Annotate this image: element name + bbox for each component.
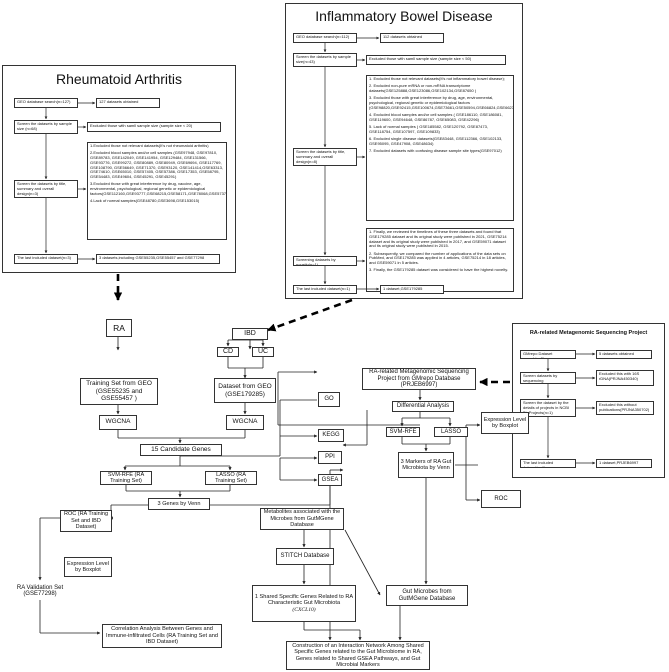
kegg-node: KEGG (318, 429, 344, 442)
ra-panel-title: Rheumatoid Arthritis (55, 71, 183, 87)
candidate-genes-node: 15 Candidate Genes (140, 444, 222, 456)
ibd-novelty-item: 2. Subsequently, we compared the number … (369, 250, 506, 266)
training-set-node: Training Set from GEO (GSE55235 and GSE5… (80, 378, 158, 405)
ibd-final-box: 1 dataset,GSE179285 (380, 285, 444, 294)
ra-last-included-box: The last included dataset(n=3) (14, 254, 78, 264)
ibd-panel-title: Inflammatory Bowel Disease (315, 8, 493, 24)
cd-node: CD (217, 347, 239, 357)
ra-exclusion-item: 4.Lack of normal samples(GSE48780,GSE369… (90, 198, 200, 204)
metabolites-node: Metabolites associated with the Microbes… (260, 508, 344, 530)
ra-search-box: GEO database search(n=127) (14, 98, 78, 108)
wgcna-right-node: WGCNA (226, 415, 264, 430)
meta-screen-details-box: Screen the dataset by the details of pro… (520, 399, 576, 417)
lasso-left-node: LASSO (RA Training Set) (205, 471, 257, 485)
correlation-node: Correlation Analysis Between Genes and I… (102, 624, 222, 648)
gut-microbes-node: Gut Microbes from GutMGene Database (386, 585, 468, 606)
three-genes-node: 3 Genes by Venn (148, 498, 210, 510)
expr-left-node: Expression Level by Boxplot (64, 557, 112, 577)
ibd-last-included-box: The last included dataset(n=1) (293, 285, 357, 294)
ppi-node: PPI (318, 451, 342, 464)
metagenomic-panel-title: RA-related Metagenomic Sequencing Projec… (529, 330, 648, 336)
ibd-exclusion-item: 6. Excluded single disease datasets(GSE8… (369, 135, 503, 146)
validation-set-node: RA Validation Set (GSE77298) (16, 584, 64, 597)
ibd-novelty-box: 1. Finally, we reviewed the timelines of… (366, 228, 514, 292)
diff-analysis-node: Differential Analysis (392, 401, 454, 412)
roc-right-node: ROC (481, 490, 521, 508)
three-markers-node: 3 Markers of RA Gut Microbiota by Venn (398, 452, 454, 478)
ibd-node: IBD (232, 328, 268, 340)
meta-screen-tech-box: Screen datasets by sequencing technology… (520, 372, 576, 384)
ra-exclusion-item: 2.Excluded blood samples and/or cell sam… (90, 150, 223, 180)
ibd-exclusions-box: 1. Excluded those not relevant datasets(… (366, 75, 514, 221)
ra-excluded-sample-box: Excluded those with samll sample size (s… (87, 122, 221, 132)
meta-final-box: 1 dataset,PRJEB6997 (596, 459, 652, 468)
go-node: GO (318, 392, 340, 407)
meta-obtained-box: 5 datasets obtained (596, 350, 652, 359)
ra-screen-title-box: Screen the datasets by title, summary an… (14, 180, 78, 198)
shared-gene-name: (CXCL10) (292, 606, 316, 613)
ibd-exclusion-list: 1. Excluded those not relevant datasets(… (369, 76, 514, 154)
ibd-exclusion-item: 4. Excluded blood samples and/or cell sa… (369, 111, 503, 122)
lasso-right-node: LASSO (434, 427, 468, 437)
meta-search-box: GMrepo Dataset search(n=5) (520, 350, 576, 359)
ra-node: RA (106, 319, 132, 337)
ibd-screen-title-box: Screen the datasets by title, summary an… (293, 148, 357, 166)
ibd-search-box: GEO database search(n=112) (293, 33, 357, 43)
ibd-obtained-box: 112 datasets obtained (380, 33, 444, 43)
ibd-exclusion-item: 1. Excluded those not relevant datasets(… (369, 76, 505, 81)
roc-left-node: ROC (RA Training Set and IBD Dataset) (60, 510, 112, 532)
metagenomic-project-node: RA-related Metagenomic Sequencing Projec… (362, 368, 476, 390)
stitch-node: STITCH Database (276, 548, 334, 565)
ra-exclusion-item: 3.Excluded those with great interference… (90, 181, 227, 196)
ra-obtained-box: 127 datasets obtained (96, 98, 160, 108)
shared-gene-text: 1 Shared Specific Genes Related to RA Ch… (254, 593, 354, 607)
ibd-exclusion-item: 7. Excluded datasets with confusing dise… (369, 147, 502, 153)
ra-screen-sample-box: Screen the datasets by sample size (n=68… (14, 120, 78, 134)
svm-rfe-left-node: SVM-RFE (RA Training Set) (100, 471, 152, 485)
expr-right-node: Expression Level by Boxplot (481, 412, 529, 434)
ra-exclusions-box: 1.Excluded those not relevant datasets(I… (87, 142, 227, 240)
ibd-novelty-item: 1. Finally, we reviewed the timelines of… (369, 229, 507, 249)
svm-rfe-right-node: SVM-RFE (386, 427, 420, 437)
ibd-screen-novelty-box: Screening datasets by novelty(n=1) (293, 256, 357, 266)
network-node: Construction of an Interaction Network A… (286, 641, 430, 670)
ibd-dataset-node: Dataset from GEO (GSE179285) (214, 378, 276, 403)
ibd-screen-sample-box: Screen the datasets by sample size(n=43) (293, 53, 357, 67)
ibd-exclusion-item: 5. Lack of normal samples ( GSE185582, G… (369, 123, 488, 134)
meta-last-included-box: The last included dataset(n=1) (520, 459, 576, 468)
shared-gene-node: 1 Shared Specific Genes Related to RA Ch… (252, 585, 356, 622)
ibd-exclusion-item: 3. Excluded those with great interferenc… (369, 95, 514, 110)
meta-excluded-details-box: Excluded this without publications(PRJNA… (596, 401, 654, 415)
uc-node: UC (252, 347, 274, 357)
wgcna-left-node: WGCNA (99, 415, 137, 430)
ibd-exclusion-item: 2. Excluded non-pure mRNA or non-mRNA tr… (369, 83, 477, 93)
meta-excluded-tech-box: Excluded this with 16S rDNA(PRJNA450340) (596, 370, 654, 386)
ra-exclusion-item: 1.Excluded those not relevant datasets(I… (90, 143, 209, 148)
ibd-excluded-sample-box: Excluded those with samll sample size (s… (366, 55, 506, 65)
ra-final-box: 3 datasets,including GSE55235,GSE55457 a… (96, 254, 220, 264)
ibd-novelty-list: 1. Finally, we reviewed the timelines of… (369, 229, 511, 273)
ra-exclusion-list: 1.Excluded those not relevant datasets(I… (90, 143, 227, 204)
ibd-novelty-item: 3. Finally, the GSE179285 dataset was co… (369, 267, 509, 273)
gsea-node: GSEA (318, 474, 342, 486)
